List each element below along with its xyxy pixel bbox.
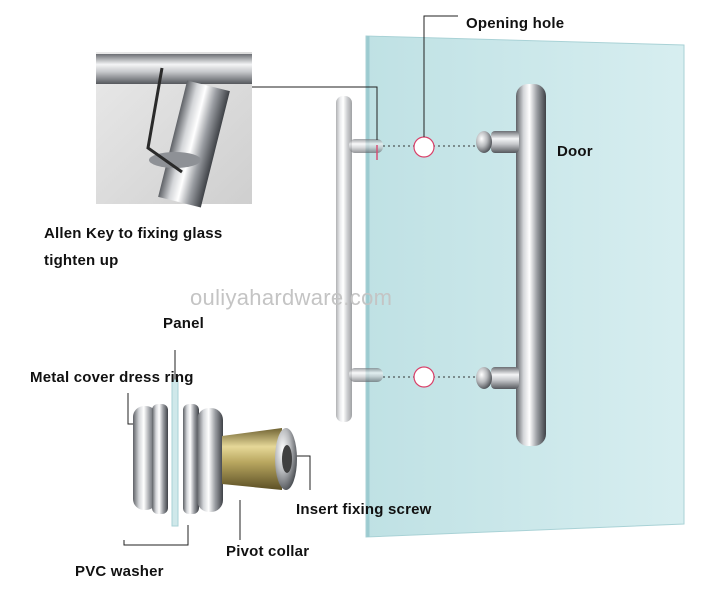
label-metal-cover-dress-ring: Metal cover dress ring <box>30 369 194 386</box>
fixing-assembly-exploded <box>133 379 297 527</box>
allen-key-closeup-photo <box>96 52 252 208</box>
label-pivot-collar: Pivot collar <box>226 543 310 560</box>
label-allen-key-line1: Allen Key to fixing glass <box>44 225 223 242</box>
label-pvc-washer: PVC washer <box>75 563 164 580</box>
watermark: ouliyahardware.com <box>190 285 393 310</box>
label-door: Door <box>557 143 593 160</box>
label-insert-fixing-screw: Insert fixing screw <box>296 501 432 518</box>
rear-pull-handle <box>476 84 546 446</box>
label-allen-key-line2: tighten up <box>44 252 119 269</box>
label-opening-hole: Opening hole <box>466 15 565 32</box>
front-pull-handle <box>336 96 383 422</box>
label-panel: Panel <box>163 315 205 332</box>
